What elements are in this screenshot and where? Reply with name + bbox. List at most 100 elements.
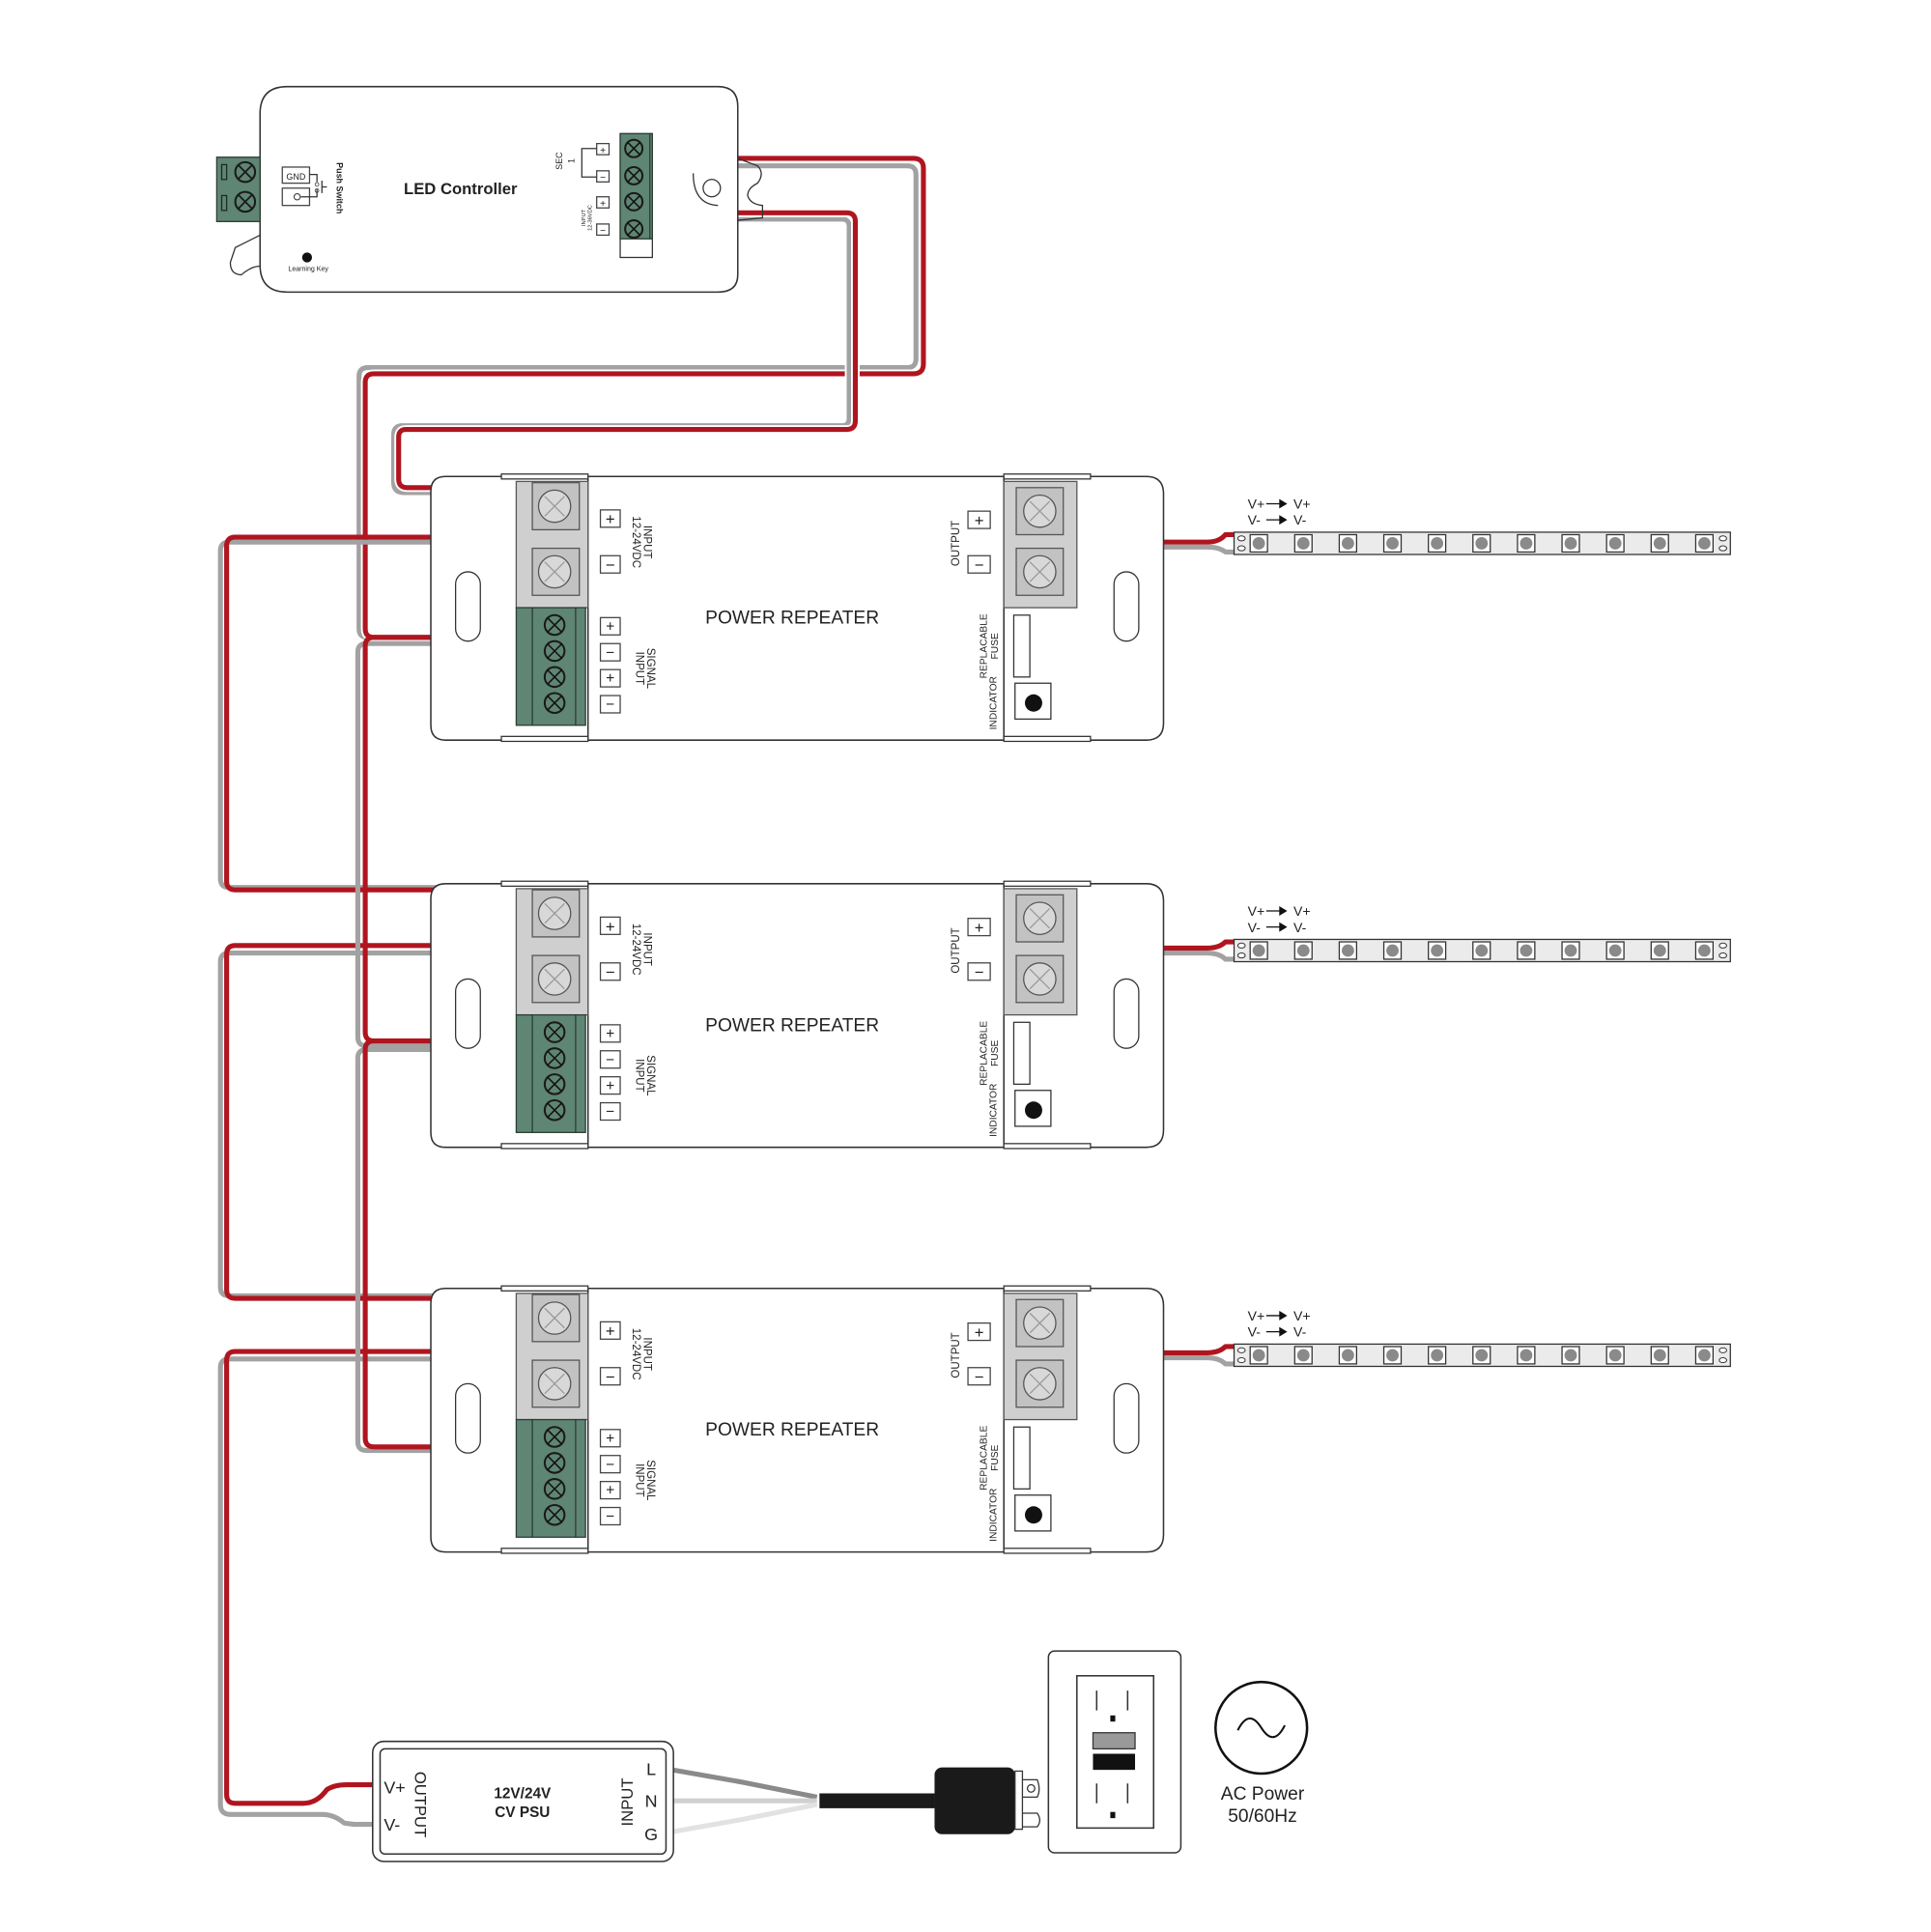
sec-label: SEC bbox=[554, 152, 564, 170]
led-dot-icon bbox=[1697, 944, 1711, 957]
sign-box bbox=[967, 554, 991, 574]
repeater-bottom-rail bbox=[1003, 735, 1092, 743]
screw-slot bbox=[546, 1024, 563, 1040]
screw-slot bbox=[1029, 500, 1051, 522]
strip-vplus-target: V+ bbox=[1293, 1308, 1311, 1323]
signal-sub-label: INPUT bbox=[634, 1463, 645, 1497]
sign-box bbox=[599, 1076, 621, 1095]
mounting-slot bbox=[1113, 571, 1140, 642]
plug-body bbox=[934, 1767, 1015, 1834]
learning-key-button[interactable] bbox=[301, 252, 313, 263]
signal-sign: + bbox=[606, 1483, 614, 1499]
indicator-label: INDICATOR bbox=[989, 676, 1000, 729]
sign-box bbox=[599, 642, 621, 662]
arrow-right-icon bbox=[1265, 515, 1288, 526]
psu-inner bbox=[379, 1747, 667, 1856]
gnd-label: GND bbox=[286, 172, 305, 182]
signal-sign: − bbox=[606, 1104, 614, 1121]
led-dot-icon bbox=[1296, 1349, 1310, 1362]
wall-outlet bbox=[1047, 1650, 1182, 1854]
solder-pad bbox=[1236, 1356, 1246, 1364]
signal-sign: − bbox=[606, 1052, 614, 1068]
led-dot-icon bbox=[1564, 1349, 1577, 1362]
repeater-top-rail bbox=[500, 1285, 589, 1292]
output-sign: − bbox=[975, 963, 984, 981]
sign-box bbox=[599, 554, 621, 574]
screw-slot bbox=[546, 695, 563, 711]
sign-box bbox=[599, 1429, 621, 1448]
led-dot-icon bbox=[1653, 537, 1666, 550]
strip-vminus-target: V- bbox=[1293, 512, 1307, 527]
psu-input-label: INPUT bbox=[618, 1778, 637, 1827]
led-dot-icon bbox=[1252, 944, 1265, 957]
led-dot-icon bbox=[1341, 944, 1354, 957]
screw-slot bbox=[544, 561, 565, 582]
sign-box bbox=[599, 1050, 621, 1069]
sign-box bbox=[967, 962, 991, 981]
strip-vplus-target: V+ bbox=[1293, 903, 1311, 919]
screw-slot bbox=[1029, 1373, 1051, 1395]
psu-vminus-label: V- bbox=[383, 1815, 400, 1834]
screw-slot bbox=[544, 1307, 565, 1329]
screw-icon bbox=[624, 138, 644, 240]
repeater-title: POWER REPEATER bbox=[705, 1015, 879, 1036]
psu-n-label: N bbox=[645, 1792, 658, 1811]
mount-tab-right bbox=[737, 157, 764, 221]
solder-pad bbox=[1718, 1356, 1727, 1364]
solder-pad bbox=[1718, 942, 1727, 949]
led-dot-icon bbox=[1386, 537, 1399, 550]
signal-label: SIGNAL bbox=[644, 648, 656, 690]
input-sign: + bbox=[606, 1322, 615, 1341]
led-dot-icon bbox=[1564, 944, 1577, 957]
strip-vminus-source: V- bbox=[1248, 512, 1262, 527]
learning-key-label: Learning Key bbox=[288, 267, 328, 273]
fuse-sub-label: FUSE bbox=[990, 1040, 1001, 1066]
screw-slot bbox=[546, 642, 563, 660]
sign-box bbox=[599, 1024, 621, 1043]
signal-sign: − bbox=[606, 1457, 614, 1473]
led-dot-icon bbox=[1252, 1349, 1265, 1362]
input-sign: + bbox=[606, 918, 615, 936]
output-sign: − bbox=[975, 1368, 984, 1386]
indicator-label: INDICATOR bbox=[989, 1084, 1000, 1137]
led-dot-icon bbox=[1431, 944, 1444, 957]
ac-power-symbol: AC Power 50/60Hz bbox=[1214, 1680, 1309, 1827]
led-dot-icon bbox=[1653, 1349, 1666, 1362]
arrow-right-icon bbox=[1265, 1310, 1288, 1321]
solder-pad bbox=[1718, 952, 1727, 959]
strip-vplus-source: V+ bbox=[1248, 497, 1265, 512]
repeater-bottom-rail bbox=[500, 735, 589, 743]
gfci-reset-button[interactable] bbox=[1093, 1753, 1136, 1771]
indicator-label: INDICATOR bbox=[989, 1489, 1000, 1542]
screw-slot bbox=[544, 968, 565, 990]
led-dot-icon bbox=[1386, 944, 1399, 957]
mounting-slot bbox=[1113, 978, 1140, 1049]
controller-title: LED Controller bbox=[404, 180, 518, 198]
screw-slot bbox=[544, 496, 565, 517]
controller-input-label: INPUT bbox=[582, 209, 587, 226]
fuse-sub-label: FUSE bbox=[990, 1444, 1001, 1470]
mounting-slot bbox=[454, 1382, 481, 1454]
screw-slot bbox=[546, 668, 563, 686]
gfci-test-button[interactable] bbox=[1092, 1732, 1136, 1750]
strip-vminus-target: V- bbox=[1293, 920, 1307, 935]
screw-slot bbox=[1029, 968, 1051, 990]
sign-box bbox=[967, 510, 991, 529]
screw-slot bbox=[1029, 1312, 1051, 1334]
screw-slot bbox=[544, 1373, 565, 1395]
led-dot-icon bbox=[1608, 944, 1622, 957]
screw-slot bbox=[544, 902, 565, 924]
repeater-bottom-rail bbox=[500, 1548, 589, 1554]
led-dot-icon bbox=[1431, 537, 1444, 550]
repeater-top-rail bbox=[500, 880, 589, 888]
screw-slot bbox=[546, 1076, 563, 1093]
input-sign: + bbox=[606, 510, 615, 528]
wire-ac-cord bbox=[671, 1767, 935, 1834]
led-dot-icon bbox=[1564, 537, 1577, 550]
sign-box bbox=[599, 509, 621, 528]
sign-box bbox=[599, 1455, 621, 1474]
solder-pad bbox=[1236, 952, 1246, 959]
screw-slot bbox=[546, 1102, 563, 1119]
output-sign: + bbox=[975, 512, 984, 530]
